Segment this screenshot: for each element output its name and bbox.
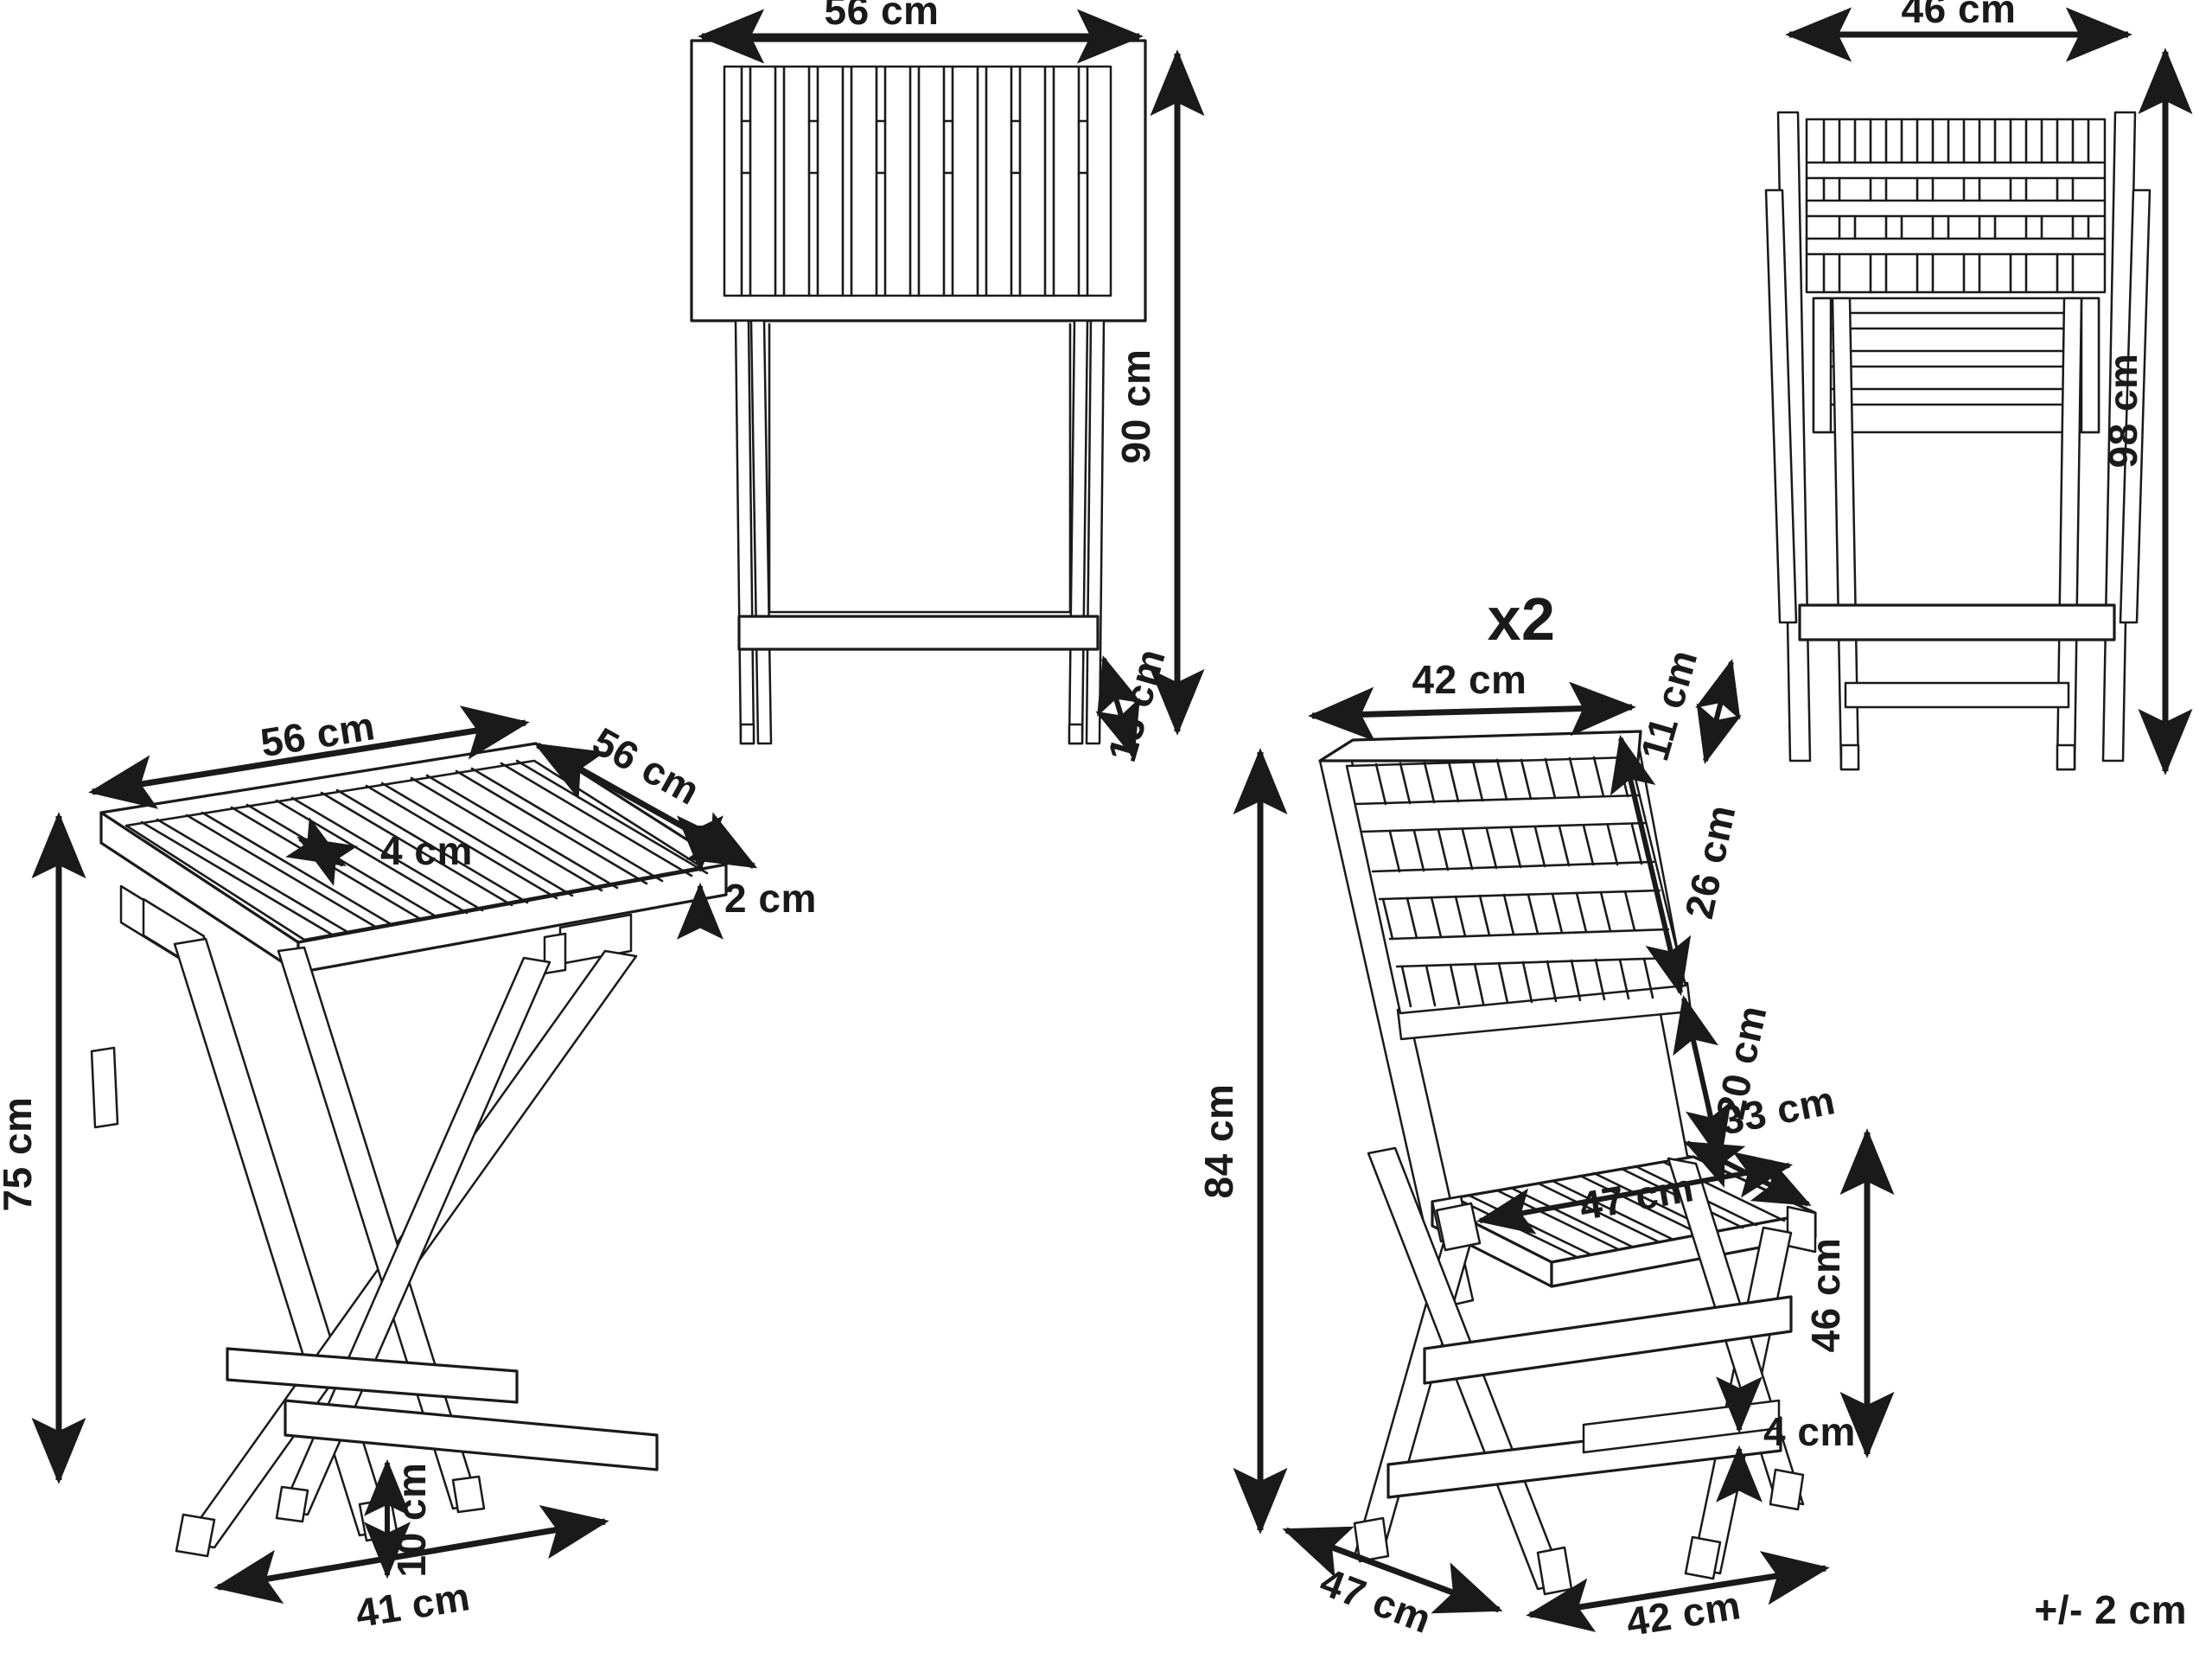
dim-label-chair-open-rail: 4 cm: [1763, 1409, 1856, 1454]
dim-label-chair-open-height: 84 cm: [1196, 1084, 1241, 1199]
chair-folded-seat-slats: [1812, 297, 2100, 434]
table-folded-slats: [740, 65, 1089, 297]
dim-table-open-height: 75 cm: [0, 812, 86, 1484]
dim-label-chair-folded-width: 46 cm: [1902, 0, 2017, 31]
dim-table-folded-width: 56 cm: [698, 0, 1144, 64]
dim-label-chair-open-backwidth: 42 cm: [1412, 657, 1527, 702]
tolerance-note: +/- 2 cm: [2034, 1587, 2187, 1632]
view-table-folded: 56 cm 90 cm 13 cm: [690, 0, 1205, 767]
dim-chair-folded-width: 46 cm: [1785, 0, 2132, 62]
dim-table-open-slat: 4 cm: [285, 817, 473, 886]
quantity-badge: x2: [1488, 585, 1556, 653]
chair-folded-weave: [1805, 118, 2107, 294]
dim-label-chair-open-seatheight: 46 cm: [1803, 1238, 1848, 1353]
table-folded-legs: [734, 319, 1106, 745]
dim-label-chair-folded-height: 98 cm: [2100, 354, 2145, 469]
dim-label-table-open-height: 75 cm: [0, 1097, 40, 1212]
dim-chair-open-backwidth: 42 cm: [1308, 657, 1636, 742]
dim-chair-open-seatheight: 46 cm: [1803, 1128, 1895, 1458]
dim-chair-open-rail: 4 cm: [1716, 1376, 1856, 1503]
dim-label-table-folded-height: 90 cm: [1113, 349, 1158, 464]
view-table-open: 56 cm 56 cm 4 cm 2 cm 75 cm 10 cm: [0, 703, 817, 1636]
dim-label-table-open-thickness: 2 cm: [724, 876, 817, 921]
dim-table-open-thickness: 2 cm: [677, 815, 817, 940]
view-chair-open: x2 42 cm 26 cm 20 cm 33 cm 47 cm: [1196, 585, 1895, 1644]
dim-label-table-folded-width: 56 cm: [825, 0, 940, 33]
dim-label-table-open-slat: 4 cm: [380, 828, 473, 873]
dim-chair-open-height: 84 cm: [1196, 748, 1288, 1535]
dim-chair-folded-height: 98 cm: [2100, 48, 2193, 775]
dim-table-folded-height: 90 cm: [1113, 49, 1205, 736]
chair-folded-legs: [1798, 297, 2116, 771]
